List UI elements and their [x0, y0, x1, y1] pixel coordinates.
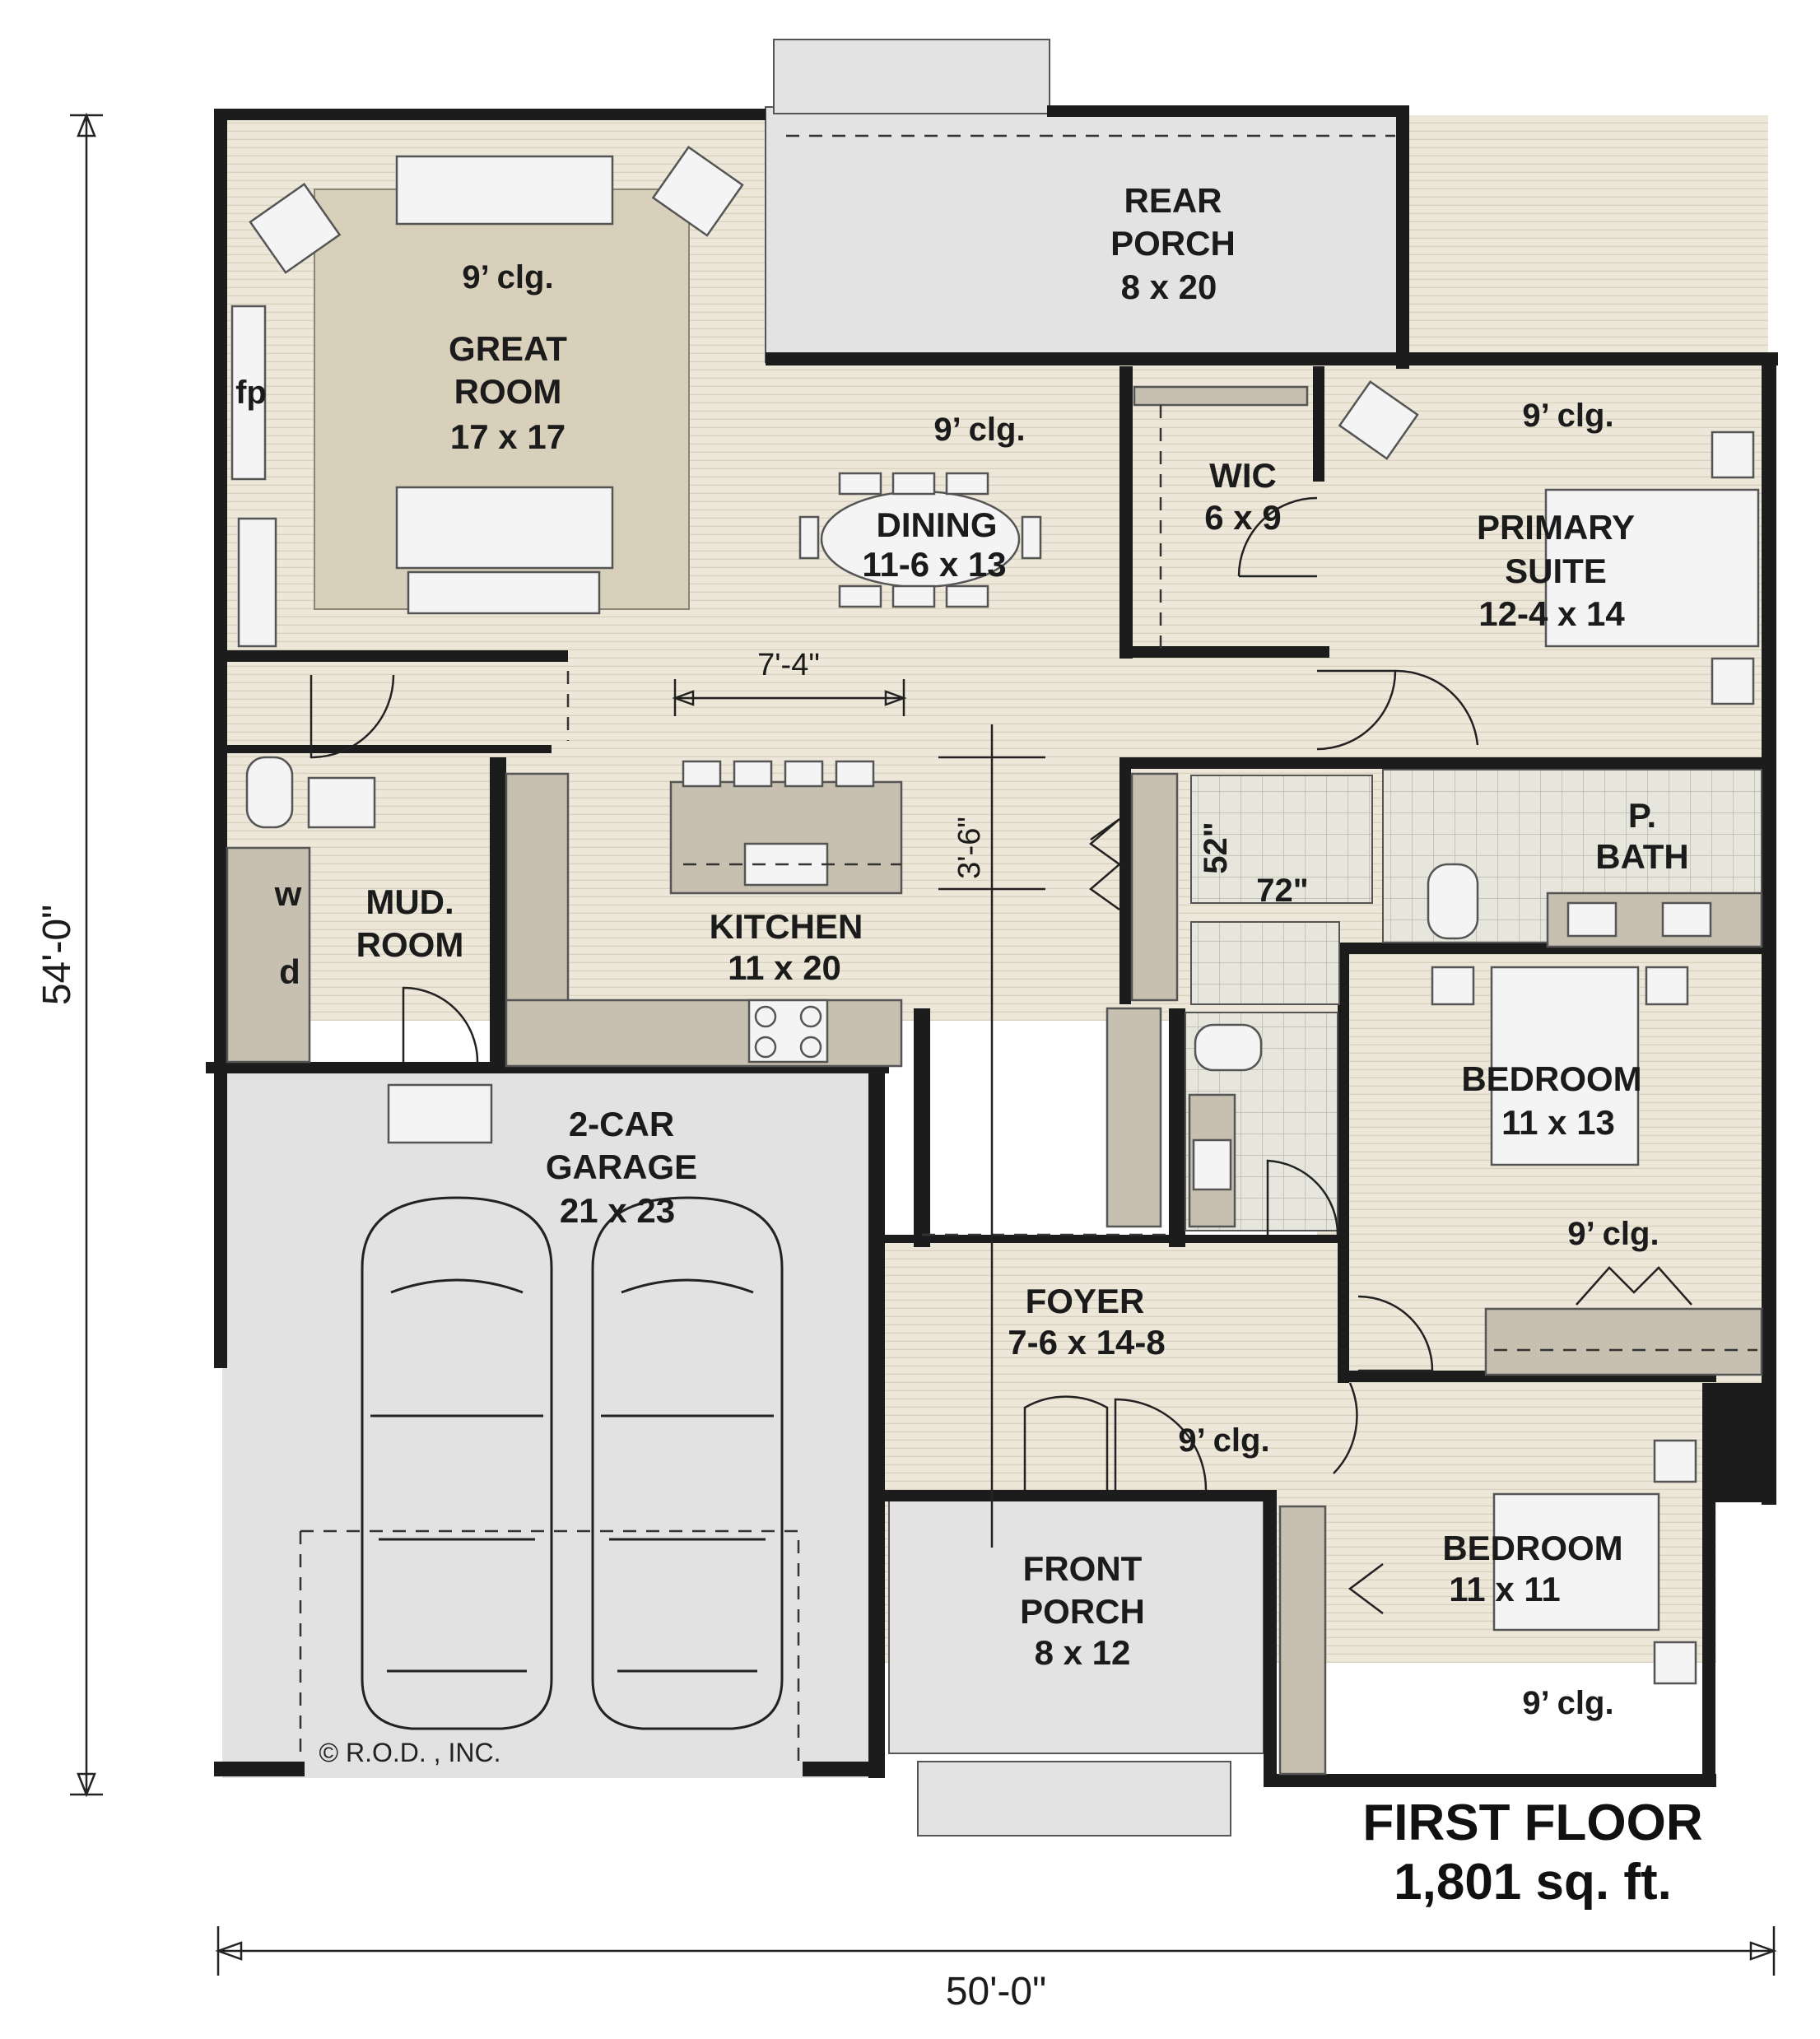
- sofa-bottom: [395, 486, 614, 570]
- wic-name: WIC: [1209, 456, 1277, 495]
- front-porch-name-line1: FRONT: [1023, 1549, 1143, 1588]
- copyright: © R.O.D. , INC.: [319, 1738, 501, 1767]
- mud-room-name-line1: MUD.: [365, 882, 454, 921]
- dimension-labels: 54'-0" 50'-0" 7'-4" 3'-6" 52" 72": [35, 648, 1309, 2013]
- primary-suite-ceiling: 9’ clg.: [1522, 398, 1613, 434]
- island-clearance-label: 3'-6": [952, 817, 987, 879]
- rear-porch-name-line1: REAR: [1124, 181, 1222, 220]
- secondary-shower: [1190, 921, 1340, 1005]
- bar-stool: [784, 760, 824, 788]
- p-bath-name-line2: BATH: [1595, 837, 1689, 876]
- walls: [206, 105, 1778, 1787]
- bedroom2-size: 11 x 13: [1501, 1103, 1615, 1142]
- bedroom3-size: 11 x 11: [1449, 1570, 1561, 1608]
- plan-title-block: FIRST FLOOR 1,801 sq. ft. © R.O.D. , INC…: [319, 1738, 1703, 1911]
- car-left: [361, 1196, 553, 1730]
- bedroom3-name: BEDROOM: [1442, 1529, 1622, 1567]
- front-porch-step: [917, 1761, 1231, 1836]
- rear-porch-floor: [765, 106, 1408, 363]
- dining-name: DINING: [877, 505, 998, 544]
- bedroom3-ceiling: 9’ clg.: [1522, 1685, 1613, 1721]
- kitchen-counter-bottom: [505, 999, 903, 1068]
- kitchen-size: 11 x 20: [728, 948, 841, 987]
- great-room-size: 17 x 17: [450, 417, 566, 456]
- wic-size: 6 x 9: [1204, 498, 1281, 537]
- sofa-top: [395, 155, 614, 226]
- hall-closet: [1105, 1007, 1162, 1228]
- overall-depth-label: 54'-0": [35, 905, 79, 1005]
- bar-stool: [733, 760, 773, 788]
- mud-sink: [307, 776, 376, 829]
- bar-stool: [835, 760, 875, 788]
- rear-porch-step: [773, 39, 1050, 114]
- shower-width-label: 72": [1256, 873, 1308, 909]
- garage-name-line1: 2-CAR: [569, 1105, 674, 1143]
- garage-cars: [361, 1196, 784, 1730]
- garage-name-line2: GARAGE: [546, 1148, 697, 1186]
- great-room-name-line1: GREAT: [449, 329, 567, 368]
- dining-ceiling: 9’ clg.: [933, 412, 1025, 448]
- plan-area: 1,801 sq. ft.: [1394, 1854, 1672, 1911]
- bedroom2-name: BEDROOM: [1461, 1059, 1641, 1098]
- primary-suite-size: 12-4 x 14: [1478, 594, 1625, 633]
- front-porch-name-line2: PORCH: [1020, 1592, 1145, 1631]
- plan-title: FIRST FLOOR: [1362, 1795, 1702, 1851]
- armchair: [249, 183, 342, 274]
- dining-size: 11-6 x 13: [862, 545, 1006, 584]
- fireplace: [230, 305, 267, 481]
- car-right: [591, 1196, 784, 1730]
- wic-shelving: [1133, 385, 1309, 407]
- doors: [299, 134, 1757, 1762]
- mud-toilet: [245, 756, 294, 829]
- hall-toilet: [1194, 1023, 1263, 1072]
- foyer-ceiling: 9’ clg.: [1178, 1422, 1269, 1459]
- primary-shower: [1190, 775, 1373, 904]
- dryer-label: d: [279, 952, 300, 991]
- garage-floor: [222, 1070, 873, 1778]
- primary-bed: [1544, 488, 1760, 648]
- great-room-name-line2: ROOM: [454, 372, 562, 411]
- shower-depth-label: 52": [1198, 822, 1234, 873]
- washer-label: w: [274, 874, 302, 913]
- room-labels: 9’ clg. GREAT ROOM 17 x 17 fp REAR PORCH…: [235, 181, 1689, 1721]
- kitchen-name: KITCHEN: [710, 907, 863, 946]
- garage-size: 21 x 23: [560, 1191, 675, 1230]
- rear-porch-size: 8 x 20: [1121, 268, 1217, 306]
- great-room-ceiling: 9’ clg.: [462, 259, 553, 296]
- primary-suite-name-line2: SUITE: [1505, 552, 1607, 590]
- bar-stool: [682, 760, 722, 788]
- p-bath-name-line1: P.: [1628, 796, 1656, 835]
- front-porch-size: 8 x 12: [1035, 1633, 1131, 1672]
- overall-width-label: 50'-0": [946, 1970, 1046, 2013]
- rear-porch-name-line2: PORCH: [1110, 224, 1236, 263]
- built-in-shelf: [237, 517, 277, 648]
- foyer-name: FOYER: [1026, 1282, 1145, 1320]
- bedroom2-bed: [1490, 966, 1640, 1166]
- coffee-table: [407, 570, 601, 615]
- armchair: [651, 146, 744, 237]
- pantry-cabinet: [1130, 772, 1179, 1002]
- mud-room-name-line2: ROOM: [356, 925, 464, 964]
- primary-chair: [1338, 379, 1419, 460]
- bedroom-closet: [1484, 1307, 1763, 1376]
- dimension-lines: [70, 112, 1777, 1976]
- bedroom3-bed: [1492, 1492, 1660, 1632]
- island-width-label: 7'-4": [757, 648, 820, 682]
- foyer-size: 7-6 x 14-8: [1008, 1323, 1165, 1362]
- primary-suite-name-line1: PRIMARY: [1477, 508, 1635, 547]
- mud-bench: [387, 1083, 493, 1144]
- fixtures: [226, 146, 1763, 1776]
- primary-toilet: [1427, 863, 1479, 940]
- fireplace-label: fp: [235, 375, 267, 411]
- laundry-counter: [226, 846, 311, 1064]
- bedroom2-ceiling: 9’ clg.: [1567, 1216, 1659, 1252]
- bedroom3-closet: [1278, 1505, 1327, 1776]
